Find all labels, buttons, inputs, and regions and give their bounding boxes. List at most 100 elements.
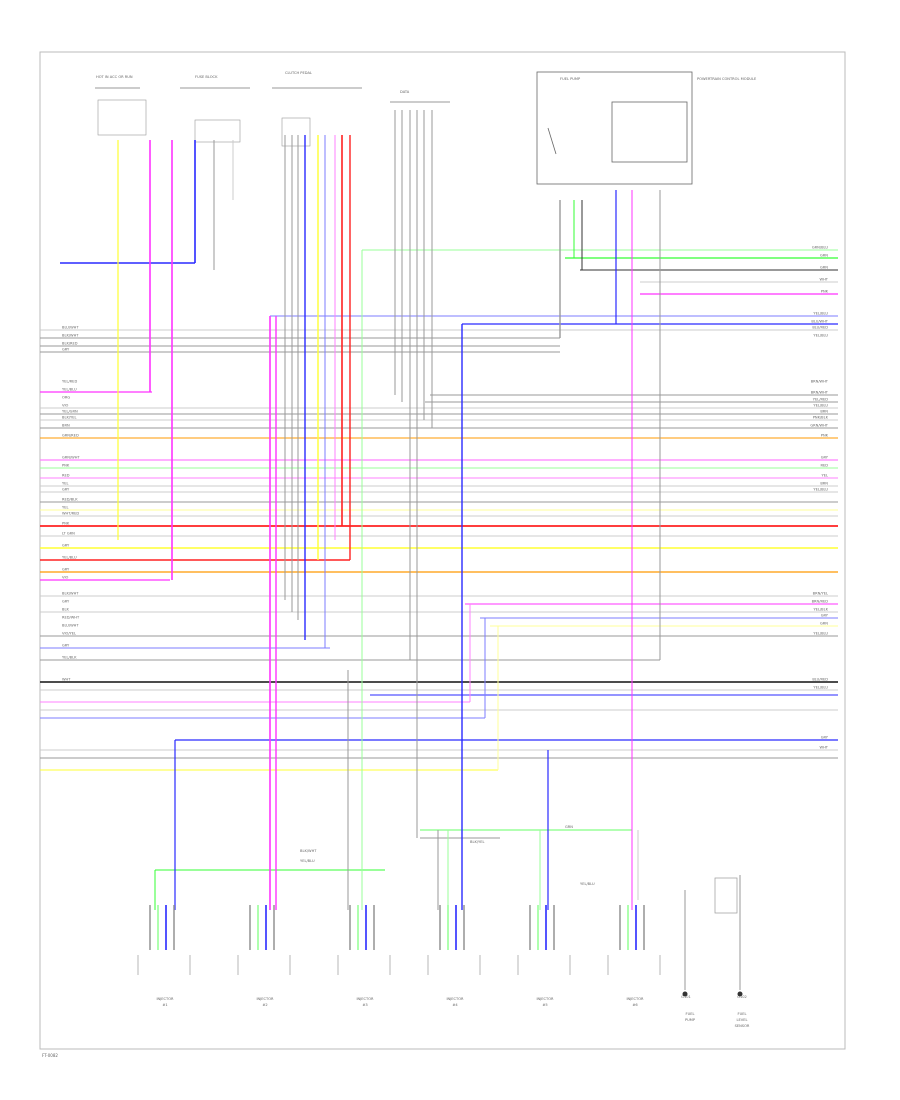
splice-label: YEL/BLU: [580, 882, 595, 886]
splice-label: YEL/BLU: [300, 859, 315, 863]
switch-box: [194, 119, 241, 143]
right-wire-label: BLU/WHT: [811, 320, 828, 324]
injector-label: INJECTOR: [256, 997, 274, 1001]
connector-bracket: [427, 955, 481, 975]
top-connector-label: DATA: [400, 90, 410, 94]
top-connector-data-link: DATA: [390, 90, 450, 103]
horizontal-wires: [40, 249, 838, 871]
right-wire-label: RED: [820, 464, 828, 468]
right-wire-label: PNK/BLK: [813, 416, 829, 420]
fuel-pump-label: PUMP: [685, 1018, 696, 1022]
left-wire-label: YEL: [62, 506, 68, 510]
left-wire-label: BLK: [62, 608, 69, 612]
right-wire-label: YEL/RED: [813, 398, 828, 402]
left-wire-label: BLK/WHT: [62, 334, 79, 338]
right-wire-label: YEL/BLU: [813, 632, 828, 636]
left-wire-label: GRY: [62, 568, 70, 572]
left-wire-label: GRY: [62, 544, 70, 548]
left-wire-label: VIO: [62, 404, 69, 408]
fuel-level-label: LEVEL: [736, 1018, 747, 1022]
right-wire-label: PNK: [821, 290, 829, 294]
left-wire-labels: BLU/WHTBLK/WHTBLK/REDGRYYEL/REDYEL/BLUOR…: [62, 326, 80, 682]
connector-bracket: [517, 955, 571, 975]
right-wire-label: YEL/BLU: [813, 686, 828, 690]
left-wire-label: RED/WHT: [62, 616, 80, 620]
right-wire-label: YEL/BLU: [813, 488, 828, 492]
injector-connector: INJECTOR #5: [517, 905, 571, 1007]
right-wire-label: BRN: [820, 410, 828, 414]
fuel-level-label: SENSOR: [735, 1024, 750, 1028]
injector-label: #5: [542, 1003, 547, 1007]
injector-label: INJECTOR: [156, 997, 174, 1001]
left-wire-label: PNK: [62, 522, 70, 526]
right-wire-label: BRN/YEL: [813, 592, 828, 596]
left-wire-label: BLK/RED: [62, 342, 78, 346]
top-connector-label: HOT IN ACC OR RUN: [96, 75, 133, 79]
left-wire-label: PNK: [62, 464, 70, 468]
connector-bracket: [237, 955, 291, 975]
injector-label: INJECTOR: [626, 997, 644, 1001]
right-wire-label: GRN: [820, 266, 828, 270]
splice-label: GRN: [565, 825, 573, 829]
diagram-frame: [39, 51, 846, 1050]
vertical-wires: [117, 110, 741, 990]
left-wire-label: LT GRN: [62, 532, 75, 536]
right-wire-label: BRN: [820, 482, 828, 486]
injector-label: #1: [162, 1003, 167, 1007]
left-wire-label: BLU/WHT: [62, 326, 79, 330]
top-connector-label: FUSE BLOCK: [195, 75, 218, 79]
left-wire-label: RED/BLK: [62, 498, 78, 502]
right-wire-label: YEL/BLU: [813, 334, 828, 338]
left-wire-label: YEL/GRN: [62, 410, 78, 414]
injector-label: #2: [262, 1003, 267, 1007]
bottom-components: INJECTOR#1INJECTOR#2INJECTOR#3INJECTOR#4…: [137, 825, 750, 1028]
left-wire-label: YEL/BLU: [62, 556, 77, 560]
right-wire-label: GRN/WHT: [810, 424, 828, 428]
left-wire-label: YEL/BLK: [62, 656, 77, 660]
level-sensor-box: [714, 877, 738, 914]
fuse-box: [97, 99, 147, 136]
left-wire-label: BLU/WHT: [62, 624, 79, 628]
right-wire-label: WHT: [820, 278, 829, 282]
right-wire-label: BRN/WHT: [811, 391, 829, 395]
left-wire-label: VIO/YEL: [62, 632, 76, 636]
right-wire-label: BRN/RED: [812, 600, 829, 604]
left-wire-label: YEL/RED: [62, 380, 77, 384]
page-code: FT-0082: [42, 1053, 58, 1058]
right-wire-label: GRY: [821, 736, 829, 740]
injector-label: INJECTOR: [536, 997, 554, 1001]
injector-connector: INJECTOR #2: [237, 905, 291, 1007]
top-connector-fuse-5: HOT IN ACC OR RUN: [95, 75, 140, 89]
injector-connector: INJECTOR#6: [607, 905, 661, 1007]
connector-bracket: [607, 955, 661, 975]
injector-connector: INJECTOR #1: [137, 905, 191, 1007]
right-wire-label: WHT: [820, 746, 829, 750]
relay-note: POWERTRAIN CONTROL MODULE: [697, 77, 757, 81]
right-wire-label: YEL/BLU: [813, 404, 828, 408]
right-wire-label: GRN: [820, 622, 828, 626]
injector-connector: INJECTOR#3: [337, 905, 391, 1007]
right-wire-label: YEL/BLU: [813, 312, 828, 316]
clutch-switch-box: [281, 117, 311, 147]
ground-label: G101: [681, 995, 691, 999]
left-wire-label: BLK/YEL: [62, 416, 77, 420]
top-connector-clutch-switch: CLUTCH PEDAL: [272, 71, 362, 89]
left-wire-label: GRY: [62, 488, 70, 492]
injector-label: #3: [362, 1003, 367, 1007]
ground-point: [737, 991, 743, 997]
right-wire-label: GRY: [821, 614, 829, 618]
left-wire-label: GRY: [62, 348, 70, 352]
top-connector-fuse-block: FUSE BLOCK: [180, 75, 250, 89]
left-wire-label: VIO: [62, 576, 69, 580]
left-wire-label: RED: [62, 474, 70, 478]
right-wire-label: GRN: [820, 254, 828, 258]
left-wire-label: YEL: [62, 482, 68, 486]
injector-label: INJECTOR: [446, 997, 464, 1001]
right-wire-label: YEL/BLK: [813, 608, 828, 612]
left-wire-label: BRN: [62, 424, 70, 428]
left-wire-label: WHT: [62, 678, 71, 682]
right-wire-label: PNK: [821, 434, 829, 438]
right-wire-label: BLU/RED: [812, 326, 828, 330]
